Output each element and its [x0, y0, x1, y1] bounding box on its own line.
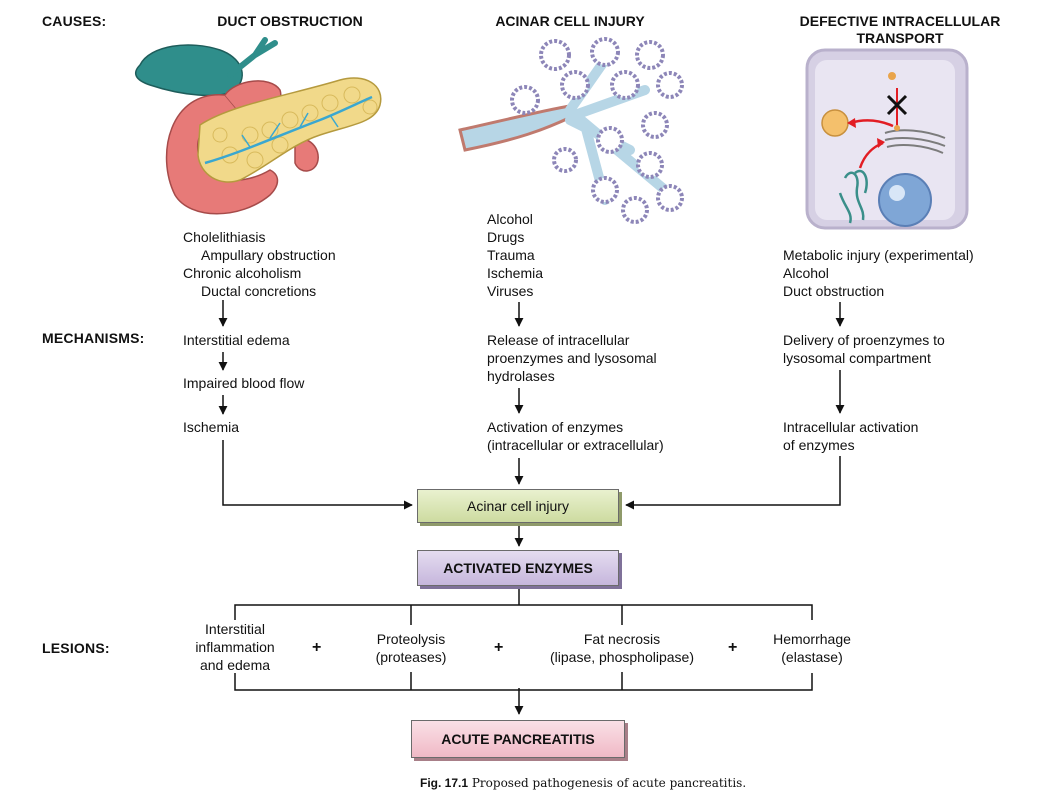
lesion-interstitial-inflammation: Interstitial inflammation and edema [175, 620, 295, 674]
plus-sign: + [312, 639, 322, 656]
mechanism-line: lysosomal compartment [783, 350, 931, 366]
lesion-line: inflammation [195, 639, 275, 655]
cause-item: Metabolic injury (experimental) [783, 247, 974, 263]
cause-item: Trauma [487, 247, 535, 263]
heading-duct-obstruction: DUCT OBSTRUCTION [217, 13, 363, 29]
heading-defective-transport: DEFECTIVE INTRACELLULAR TRANSPORT [760, 13, 1040, 47]
lesion-line: and edema [199, 657, 271, 673]
heading-acinar-cell-injury: ACINAR CELL INJURY [495, 13, 645, 29]
cross-mark-icon [886, 94, 908, 116]
label-lesions: LESIONS: [42, 640, 110, 656]
acinar-cell-injury-box: Acinar cell injury [417, 489, 619, 523]
activated-enzymes-box: ACTIVATED ENZYMES [417, 550, 619, 586]
heading-defective-transport-line2: TRANSPORT [856, 30, 944, 46]
lesion-line: (elastase) [781, 649, 843, 665]
lesion-line: Proteolysis [376, 631, 446, 647]
mechanism-line: Delivery of proenzymes to [783, 332, 945, 348]
lesion-proteolysis: Proteolysis (proteases) [351, 630, 471, 666]
mechanism-line: Intracellular activation [783, 419, 919, 435]
mechanism-interstitial-edema: Interstitial edema [183, 332, 290, 348]
mechanism-line: (intracellular or extracellular) [487, 437, 664, 453]
figure-caption-text: Proposed pathogenesis of acute pancreati… [471, 776, 747, 790]
cause-item: Chronic alcoholism [183, 265, 302, 281]
mechanism-line: hydrolases [487, 368, 555, 384]
lesion-fat-necrosis: Fat necrosis (lipase, phospholipase) [532, 630, 712, 666]
mechanism-activation-enzymes: Activation of enzymes (intracellular or … [487, 418, 664, 454]
mechanism-impaired-blood-flow: Impaired blood flow [183, 375, 305, 391]
plus-sign: + [728, 639, 738, 656]
figure-caption: Fig. 17.1 Proposed pathogenesis of acute… [420, 776, 746, 790]
lesion-line: Fat necrosis [583, 631, 661, 647]
mechanism-ischemia: Ischemia [183, 419, 240, 435]
cause-item: Alcohol [783, 265, 829, 281]
lesion-hemorrhage: Hemorrhage (elastase) [752, 630, 872, 666]
plus-sign: + [494, 639, 504, 656]
lesion-line: (proteases) [375, 649, 447, 665]
heading-defective-transport-line1: DEFECTIVE INTRACELLULAR [799, 13, 1001, 29]
cell-illustration [805, 48, 969, 230]
mechanism-release-proenzymes: Release of intracellular proenzymes and … [487, 331, 657, 385]
figure-number: Fig. 17.1 [420, 776, 469, 790]
cause-item: Drugs [487, 229, 525, 245]
acute-pancreatitis-box: ACUTE PANCREATITIS [411, 720, 625, 758]
label-mechanisms: MECHANISMS: [42, 330, 145, 346]
mechanism-line: Release of intracellular [487, 332, 630, 348]
lesion-line: (lipase, phospholipase) [550, 649, 694, 665]
cause-item: Ductal concretions [201, 283, 317, 299]
cause-item: Cholelithiasis [183, 229, 266, 245]
acinus-illustration [458, 37, 684, 224]
mechanism-line: of enzymes [783, 437, 855, 453]
lesion-line: Hemorrhage [773, 631, 851, 647]
mechanism-line: Activation of enzymes [487, 419, 624, 435]
lesion-line: Interstitial [205, 621, 265, 637]
cause-item: Alcohol [487, 211, 533, 227]
cause-item: Duct obstruction [783, 283, 885, 299]
cause-item: Ischemia [487, 265, 544, 281]
duct-causes: Cholelithiasis Ampullary obstruction Chr… [183, 228, 336, 300]
label-causes: CAUSES: [42, 13, 107, 29]
mechanism-intracellular-activation: Intracellular activation of enzymes [783, 418, 918, 454]
acinar-causes: Alcohol Drugs Trauma Ischemia Viruses [487, 210, 543, 300]
cause-item: Ampullary obstruction [201, 247, 336, 263]
transport-causes: Metabolic injury (experimental) Alcohol … [783, 246, 974, 300]
pancreas-illustration [134, 37, 382, 215]
cause-item: Viruses [487, 283, 534, 299]
mechanism-line: proenzymes and lysosomal [487, 350, 657, 366]
mechanism-delivery-proenzymes: Delivery of proenzymes to lysosomal comp… [783, 331, 945, 367]
